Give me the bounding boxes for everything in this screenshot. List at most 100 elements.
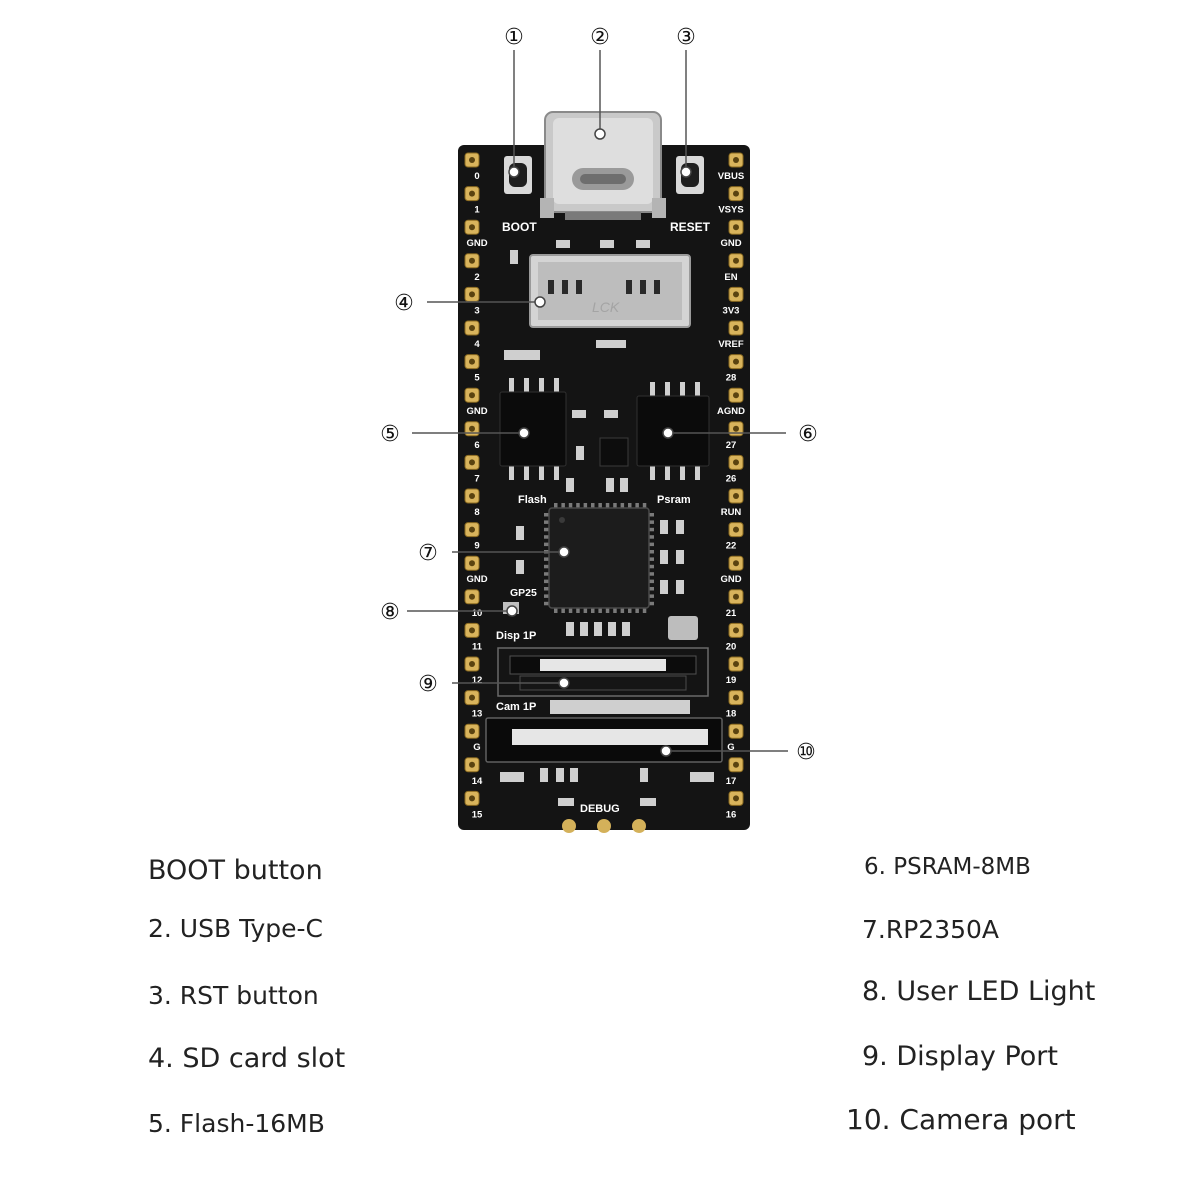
left-pin-hole (469, 694, 475, 701)
right-pin-hole (733, 593, 739, 600)
chip-pin (613, 503, 617, 508)
left-pin-label: 3 (474, 305, 479, 316)
callout-6: ⑥ (798, 422, 818, 447)
right-pin-hole (733, 459, 739, 466)
left-pin-pads (464, 152, 480, 806)
left-pin-hole (469, 425, 475, 432)
chip-pin (583, 608, 588, 613)
chip-pin (642, 503, 647, 508)
chip-pin (649, 535, 654, 539)
right-pin-label: 3V3 (723, 305, 740, 316)
legend-rp2350a: 7.RP2350A (862, 915, 1000, 944)
legend-display-port: 9. Display Port (862, 1041, 1058, 1072)
callout-4: ④ (394, 291, 414, 316)
left-pin-label: 0 (474, 171, 479, 182)
right-pin-label: 16 (726, 809, 737, 820)
right-pin-hole (733, 224, 739, 231)
right-pin-hole (733, 493, 739, 499)
right-pin-label: VREF (718, 339, 744, 350)
right-pin-label: 27 (726, 440, 737, 451)
left-pin-hole (469, 526, 475, 533)
right-pin-hole (733, 560, 739, 567)
right-pin-label: 18 (726, 709, 737, 720)
chip-pin (649, 579, 654, 584)
legend-user-led: 8. User LED Light (862, 976, 1096, 1007)
right-pin-hole (733, 358, 739, 365)
left-pin-label: 12 (472, 675, 483, 686)
left-pin-label: GND (466, 406, 487, 417)
chip-pin (544, 587, 549, 591)
middle-passives (504, 340, 629, 492)
chip-pin (649, 564, 654, 569)
left-pin-label: GND (466, 238, 487, 249)
callout-numbers: ① ② ③ ④ ⑤ ⑥ ⑦ ⑧ ⑨ ⑩ (380, 25, 818, 765)
right-pin-label: 19 (726, 675, 737, 686)
left-pin-hole (469, 493, 475, 499)
chip-pin (554, 608, 558, 613)
right-pin-hole (733, 325, 739, 331)
chip-pin (649, 572, 654, 576)
left-pin-label: 2 (474, 272, 479, 283)
right-pin-pads (728, 152, 744, 806)
chip-pin (591, 608, 595, 613)
reset-silk: RESET (670, 220, 711, 234)
disp-silk: Disp 1P (496, 630, 536, 642)
left-pin-hole (469, 761, 475, 768)
left-pin-label: 7 (474, 473, 479, 484)
left-pin-hole (469, 224, 475, 231)
flash-chip (499, 378, 567, 480)
left-pin-label: 1 (474, 205, 480, 216)
sd-slot-mark: LCK (592, 299, 620, 315)
left-pin-hole (469, 593, 475, 600)
chip-pin (620, 608, 625, 613)
right-pin-label: 28 (726, 373, 737, 384)
right-pin-label: VSYS (718, 205, 743, 216)
left-pin-label: 13 (472, 709, 483, 720)
callout-1: ① (504, 25, 524, 50)
usb-c-connector (540, 111, 666, 220)
chip-pin (620, 503, 625, 508)
top-passives (510, 240, 650, 264)
left-pin-hole (469, 257, 475, 264)
chip-pin (598, 503, 602, 508)
right-pin-hole (733, 291, 739, 298)
callout-7: ⑦ (418, 541, 438, 566)
chip-pin (576, 608, 580, 613)
right-pin-hole (733, 795, 739, 802)
chip-pin (628, 608, 632, 613)
right-pin-label: VBUS (718, 171, 744, 182)
legend-boot-button: BOOT button (148, 855, 323, 886)
right-pin-hole (733, 761, 739, 768)
chip-pin (544, 527, 549, 532)
sd-card-slot: LCK (529, 254, 691, 328)
chip-pin (598, 608, 602, 613)
chip-pin (591, 503, 595, 508)
left-pin-label: 15 (472, 809, 483, 820)
right-pin-labels: VBUSVSYSGNDEN3V3VREF28AGND2726RUN22GND21… (717, 171, 745, 820)
left-pin-label: 9 (474, 541, 479, 552)
chip-pin (561, 608, 565, 613)
left-pin-hole (469, 627, 475, 634)
chip-pin (649, 601, 654, 606)
left-pin-label: 6 (474, 440, 479, 451)
legend-rst-button: 3. RST button (148, 981, 319, 1010)
chip-pin (568, 503, 573, 508)
chip-pin (649, 550, 654, 554)
right-pin-label: GND (720, 238, 741, 249)
right-pin-label: 17 (726, 776, 737, 787)
chip-pin (649, 527, 654, 532)
callout-8: ⑧ (380, 600, 400, 625)
left-pin-hole (469, 291, 475, 298)
left-pin-hole (469, 358, 475, 365)
left-pin-hole (469, 795, 475, 802)
chip-pin (544, 542, 549, 547)
legend-psram: 6. PSRAM-8MB (864, 854, 1031, 880)
chip-pin (544, 579, 549, 584)
callout-9: ⑨ (418, 672, 438, 697)
right-pin-hole (733, 257, 739, 264)
rp2350a-chip (544, 503, 654, 613)
callout-3: ③ (676, 25, 696, 50)
chip-pin (613, 608, 617, 613)
